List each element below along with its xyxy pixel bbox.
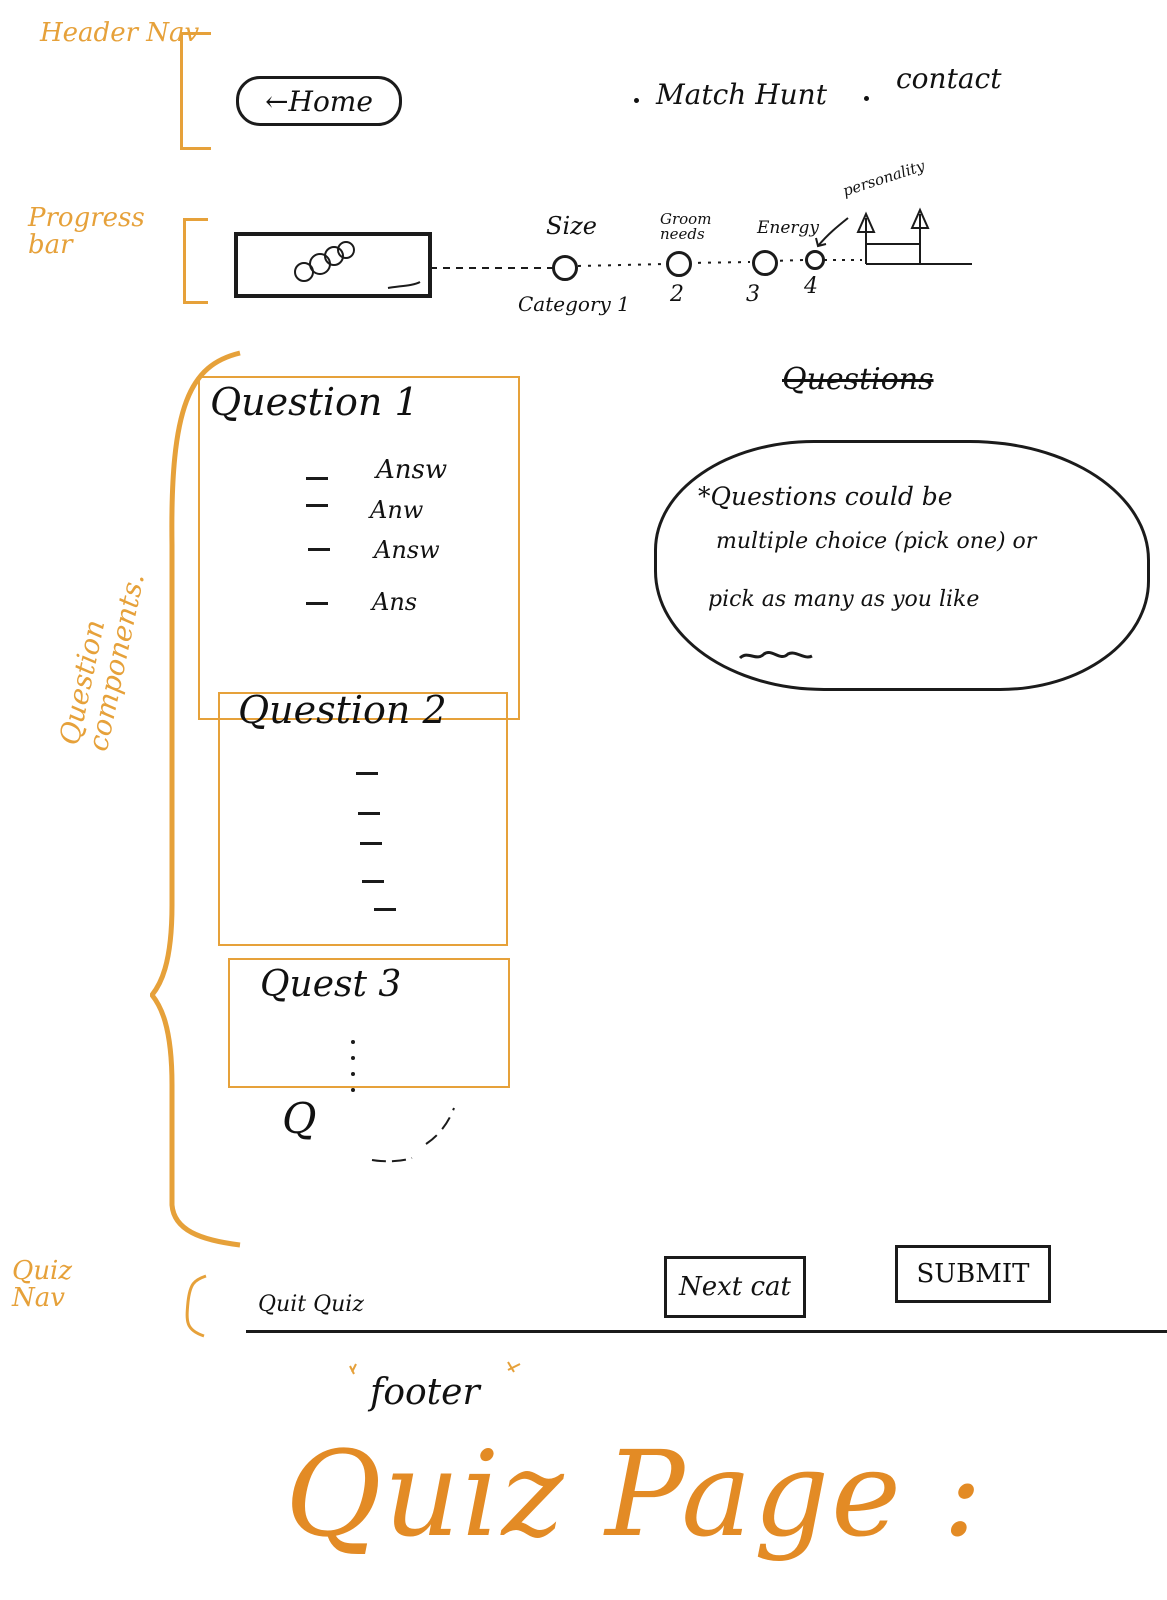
question-1-card: [198, 376, 520, 720]
finish-line-icon: [856, 207, 972, 265]
question-3-card: [228, 958, 510, 1088]
progress-step-1[interactable]: [552, 255, 578, 281]
question-2-title: Question 2: [238, 688, 447, 732]
nav-separator-dot: [864, 96, 869, 101]
next-category-label: Next cat: [678, 1272, 792, 1302]
annotation-quiz-nav-text: Quiz Nav: [12, 1256, 73, 1314]
bracket-quiz-nav: [185, 1274, 207, 1338]
footer-label: footer: [370, 1372, 480, 1413]
note-line-3: pick as many as you like: [708, 587, 980, 612]
step-4-number: 4: [804, 274, 818, 299]
nav-separator-dot: [634, 98, 639, 103]
step-2-top-label: Groom needs: [660, 210, 712, 243]
sparkle-icon: [349, 1361, 521, 1375]
question-1-answer-1[interactable]: Answ: [376, 455, 448, 485]
annotation-header-nav: Header Nav: [40, 18, 200, 48]
annotation-header-nav-text: Header Nav: [40, 18, 200, 48]
home-button[interactable]: ←Home: [236, 76, 402, 126]
annotation-question-components-text: Question components.: [52, 570, 152, 755]
question-1-answer-2[interactable]: Anw: [370, 496, 424, 524]
quit-quiz-link[interactable]: Quit Quiz: [258, 1292, 364, 1317]
answer-bullet: [306, 602, 328, 605]
note-line-1: *Questions could be: [698, 482, 953, 511]
step-1-bottom-label: Category 1: [518, 292, 630, 316]
page-title: Quiz Page :: [285, 1425, 985, 1563]
scribble-icon: [738, 651, 813, 660]
progress-step-4[interactable]: [805, 250, 825, 270]
answer-bullet[interactable]: [356, 772, 378, 775]
step-3-top-label: Energy: [757, 218, 820, 238]
question-1-title: Question 1: [210, 380, 419, 424]
answer-bullet: [308, 548, 330, 551]
question-more-sketch: [371, 1107, 455, 1163]
answer-bullet[interactable]: [362, 880, 384, 883]
nav-link-match-hunt-label: Match Hunt: [656, 78, 827, 111]
answer-bullet: [306, 477, 328, 480]
progress-track: [430, 259, 862, 269]
step-4-top-label: personality: [840, 156, 927, 200]
annotation-quiz-nav: Quiz Nav: [12, 1256, 112, 1314]
question-more-title: Q: [282, 1094, 317, 1143]
annotation-progress-bar: Progress bar: [28, 203, 158, 261]
logo-scribble-icon: [294, 241, 421, 289]
nav-link-contact[interactable]: contact: [896, 62, 1001, 95]
arrow-icon: [815, 217, 849, 248]
nav-link-contact-label: contact: [896, 62, 1002, 95]
submit-label: SUBMIT: [916, 1259, 1030, 1289]
answer-bullet[interactable]: [358, 812, 380, 815]
annotation-question-components: Question components.: [53, 570, 152, 754]
note-heading: Questions: [782, 362, 934, 397]
bracket-header: [180, 32, 211, 150]
quit-quiz-label: Quit Quiz: [258, 1292, 364, 1317]
step-1-top-label: Size: [546, 212, 597, 240]
answer-bullet: [306, 504, 328, 507]
question-1-answer-4[interactable]: Ans: [372, 588, 418, 616]
note-cloud: [654, 440, 1150, 691]
question-components-brace: [150, 350, 241, 1248]
logo-box: [234, 232, 432, 298]
answer-bullet[interactable]: [374, 908, 396, 911]
home-button-label: ←Home: [265, 84, 373, 118]
submit-button[interactable]: SUBMIT: [895, 1245, 1051, 1303]
step-2-number: 2: [670, 282, 684, 307]
progress-step-2[interactable]: [666, 251, 692, 277]
progress-step-3[interactable]: [752, 250, 778, 276]
note-line-2: multiple choice (pick one) or: [716, 529, 1037, 554]
question-2-card: [218, 692, 508, 946]
question-1-answer-3[interactable]: Answ: [374, 536, 440, 564]
continuation-dots: [351, 1040, 355, 1092]
nav-link-match-hunt[interactable]: Match Hunt: [656, 78, 827, 111]
footer-divider: [246, 1330, 1167, 1333]
next-category-button[interactable]: Next cat: [664, 1256, 806, 1318]
step-3-number: 3: [746, 282, 760, 307]
answer-bullet[interactable]: [360, 842, 382, 845]
annotation-progress-bar-text: Progress bar: [28, 203, 145, 261]
bracket-progress: [183, 218, 208, 304]
question-3-title: Quest 3: [260, 964, 402, 1005]
